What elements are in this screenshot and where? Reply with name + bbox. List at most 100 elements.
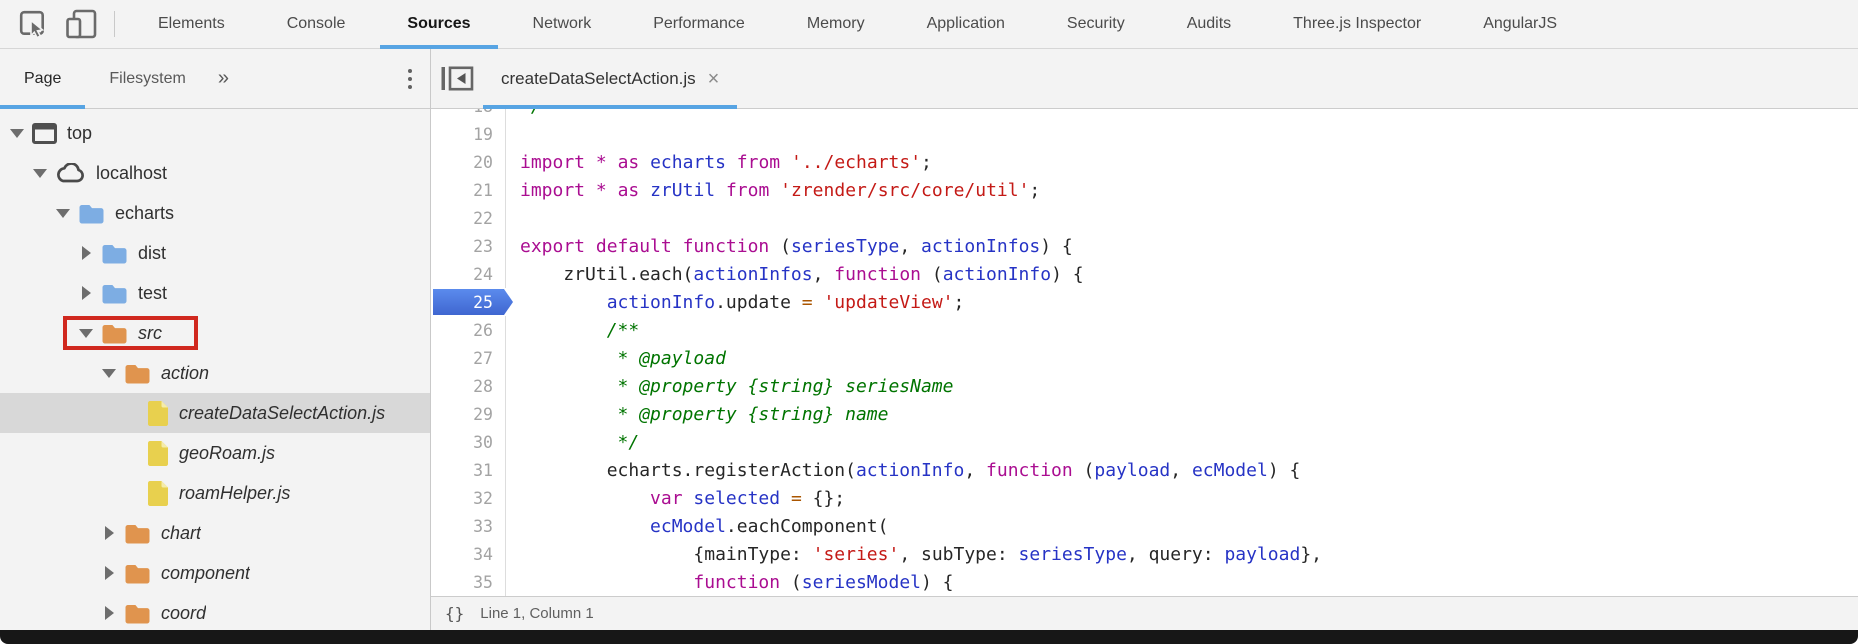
tree-item-label: coord bbox=[161, 602, 207, 623]
tree-item-label: dist bbox=[138, 242, 167, 263]
cloud-icon bbox=[55, 162, 86, 184]
chevron-right-icon[interactable] bbox=[100, 526, 118, 540]
line-number[interactable]: 30 bbox=[431, 428, 506, 456]
tree-item-coord[interactable]: coord bbox=[0, 593, 430, 630]
code-text: */ bbox=[520, 431, 640, 453]
tree-item-component[interactable]: component bbox=[0, 553, 430, 593]
line-number[interactable]: 21 bbox=[431, 176, 506, 204]
line-number[interactable]: 31 bbox=[431, 456, 506, 484]
panel-tab-sources[interactable]: Sources bbox=[376, 0, 501, 49]
chevron-down-icon[interactable] bbox=[8, 128, 26, 138]
panel-tab-security[interactable]: Security bbox=[1066, 15, 1125, 32]
code-line-24[interactable]: 24 zrUtil.each(actionInfos, function (ac… bbox=[431, 260, 1858, 288]
navigator-tab-page[interactable]: Page bbox=[0, 49, 86, 109]
line-number[interactable]: 33 bbox=[431, 512, 506, 540]
tree-item-test[interactable]: test bbox=[0, 273, 430, 313]
code-text: echarts.registerAction(actionInfo, funct… bbox=[520, 459, 1301, 481]
tree-item-action[interactable]: action bbox=[0, 353, 430, 393]
window-bottom-edge bbox=[0, 630, 1858, 644]
close-icon[interactable]: × bbox=[707, 67, 720, 90]
panel-tab-elements[interactable]: Elements bbox=[158, 15, 225, 32]
line-number[interactable]: 35 bbox=[431, 568, 506, 596]
panel-tab-audits[interactable]: Audits bbox=[1186, 15, 1232, 32]
tree-item-georoam-js[interactable]: geoRoam.js bbox=[0, 433, 430, 473]
line-number[interactable]: 22 bbox=[431, 204, 506, 232]
panel-tab-performance[interactable]: Performance bbox=[653, 15, 745, 32]
panel-tab-angularjs[interactable]: AngularJS bbox=[1483, 15, 1558, 32]
code-line-35[interactable]: 35 function (seriesModel) { bbox=[431, 568, 1858, 596]
panel-tab-application[interactable]: Application bbox=[926, 15, 1005, 32]
panel-tab-memory[interactable]: Memory bbox=[806, 15, 865, 32]
code-text: /** bbox=[520, 319, 640, 341]
chevron-down-icon[interactable] bbox=[54, 208, 72, 218]
panel-tab-three-js-inspector[interactable]: Three.js Inspector bbox=[1293, 15, 1422, 32]
tree-item-echarts[interactable]: echarts bbox=[0, 193, 430, 233]
chevron-down-icon[interactable] bbox=[100, 368, 118, 378]
folder-blue-icon bbox=[101, 242, 128, 264]
more-tabs-button[interactable]: » bbox=[217, 67, 229, 89]
tree-item-top[interactable]: top bbox=[0, 113, 430, 153]
code-line-31[interactable]: 31 echarts.registerAction(actionInfo, fu… bbox=[431, 456, 1858, 484]
line-number[interactable]: 19 bbox=[431, 120, 506, 148]
code-line-22[interactable]: 22 bbox=[431, 204, 1858, 232]
line-number[interactable]: 20 bbox=[431, 148, 506, 176]
code-line-27[interactable]: 27 * @payload bbox=[431, 344, 1858, 372]
file-icon bbox=[147, 440, 169, 467]
tree-item-label: chart bbox=[161, 522, 202, 543]
breakpoint-marker[interactable]: 25 bbox=[431, 288, 506, 316]
code-line-19[interactable]: 19 bbox=[431, 120, 1858, 148]
navigator-tab-filesystem[interactable]: Filesystem bbox=[109, 69, 186, 87]
line-number[interactable]: 34 bbox=[431, 540, 506, 568]
inspect-element-icon[interactable] bbox=[16, 7, 50, 41]
chevron-down-icon[interactable] bbox=[77, 328, 95, 338]
chevron-down-icon[interactable] bbox=[31, 168, 49, 178]
tree-item-src[interactable]: src bbox=[0, 313, 430, 353]
tree-item-localhost[interactable]: localhost bbox=[0, 153, 430, 193]
tree-item-roamhelper-js[interactable]: roamHelper.js bbox=[0, 473, 430, 513]
file-icon bbox=[147, 480, 169, 507]
chevron-right-icon[interactable] bbox=[77, 246, 95, 260]
line-number[interactable]: 27 bbox=[431, 344, 506, 372]
line-number[interactable]: 23 bbox=[431, 232, 506, 260]
line-number[interactable]: 29 bbox=[431, 400, 506, 428]
chevron-right-icon[interactable] bbox=[77, 286, 95, 300]
tree-item-label: test bbox=[138, 282, 168, 303]
chevron-right-icon[interactable] bbox=[100, 566, 118, 580]
tree-item-label: createDataSelectAction.js bbox=[179, 402, 386, 423]
panel-tab-network[interactable]: Network bbox=[532, 15, 592, 32]
code-line-29[interactable]: 29 * @property {string} name bbox=[431, 400, 1858, 428]
line-number[interactable]: 24 bbox=[431, 260, 506, 288]
code-line-18[interactable]: 18*/ bbox=[431, 109, 1858, 120]
file-icon bbox=[147, 400, 169, 427]
code-line-32[interactable]: 32 var selected = {}; bbox=[431, 484, 1858, 512]
navigator-tabs: Page Filesystem » bbox=[0, 49, 430, 109]
navigator-menu-icon[interactable] bbox=[408, 49, 412, 108]
toggle-device-toolbar-icon[interactable] bbox=[64, 7, 98, 41]
code-line-28[interactable]: 28 * @property {string} seriesName bbox=[431, 372, 1858, 400]
panel-tab-console[interactable]: Console bbox=[286, 15, 346, 32]
code-line-26[interactable]: 26 /** bbox=[431, 316, 1858, 344]
code-line-34[interactable]: 34 {mainType: 'series', subType: seriesT… bbox=[431, 540, 1858, 568]
tree-item-dist[interactable]: dist bbox=[0, 233, 430, 273]
line-number[interactable]: 26 bbox=[431, 316, 506, 344]
main-toolbar: Elements Console Sources Network Performance… bbox=[0, 0, 1858, 49]
line-number[interactable]: 28 bbox=[431, 372, 506, 400]
code-line-30[interactable]: 30 */ bbox=[431, 428, 1858, 456]
tree-item-chart[interactable]: chart bbox=[0, 513, 430, 553]
file-tab[interactable]: createDataSelectAction.js × bbox=[483, 49, 738, 109]
line-number[interactable]: 32 bbox=[431, 484, 506, 512]
pretty-print-button[interactable]: {} bbox=[445, 604, 465, 623]
tree-item-label: echarts bbox=[115, 202, 175, 223]
tree-item-createdataselectaction-js[interactable]: createDataSelectAction.js bbox=[0, 393, 430, 433]
line-number[interactable]: 18 bbox=[431, 109, 506, 120]
code-line-25[interactable]: 25 actionInfo.update = 'updateView'; bbox=[431, 288, 1858, 316]
code-line-33[interactable]: 33 ecModel.eachComponent( bbox=[431, 512, 1858, 540]
navigator-toggle-icon[interactable] bbox=[431, 49, 483, 108]
code-text: * @property {string} name bbox=[520, 403, 889, 425]
chevron-right-icon[interactable] bbox=[100, 606, 118, 620]
